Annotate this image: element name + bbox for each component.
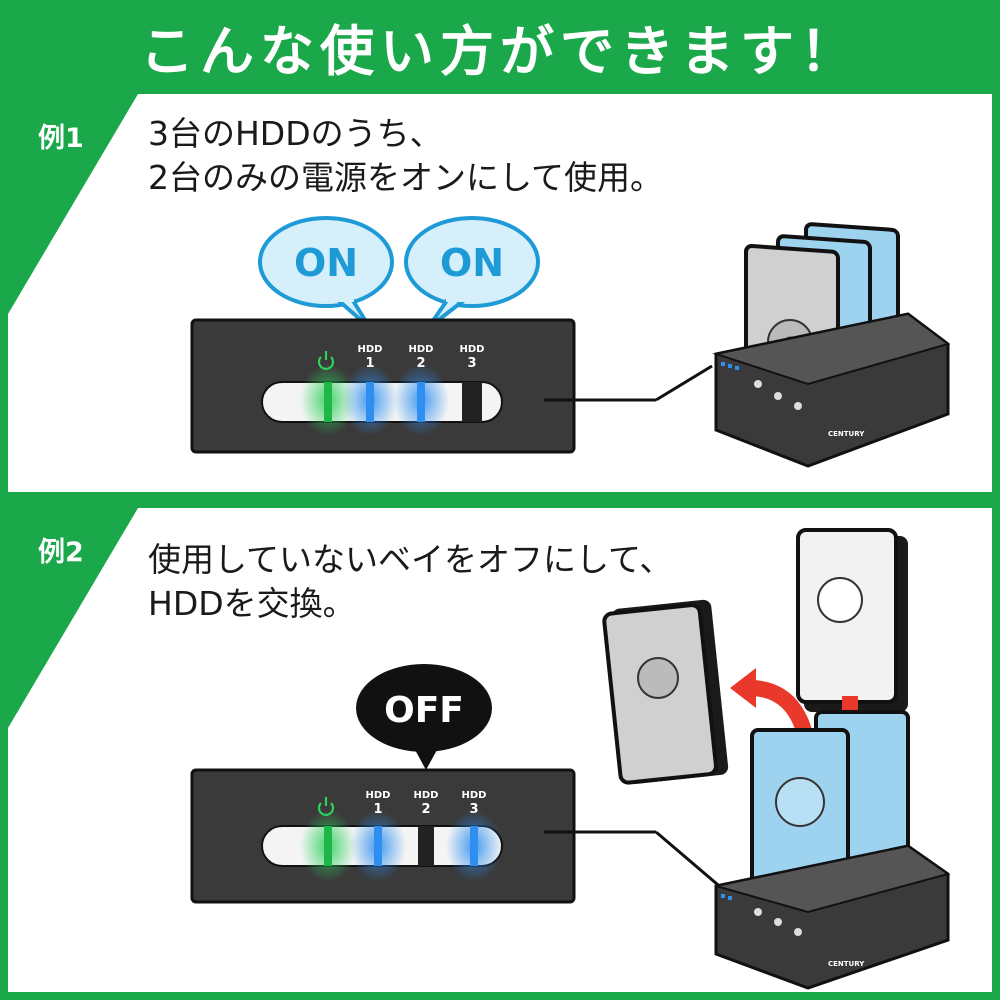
- banner-title: こんな使い方ができます！: [140, 19, 860, 83]
- hdd2-number: 2: [416, 356, 425, 371]
- hdd2-led: [417, 382, 425, 422]
- example1-headline: 3台のHDDのうち、 2台のみの電源をオンにして使用。: [148, 112, 663, 200]
- on-bubble-1: ON: [258, 216, 394, 330]
- hdd3-label: HDD: [460, 344, 485, 355]
- on-bubble-1-text: ON: [294, 241, 358, 285]
- example1-line1: 3台のHDDのうち、: [148, 114, 443, 153]
- power-led-2: [324, 826, 332, 866]
- hdd1-number: 1: [365, 356, 374, 371]
- example1-corner-tab: [8, 94, 138, 314]
- hdd1-number-2: 1: [373, 802, 382, 817]
- hdd1-led: [366, 382, 374, 422]
- hdd3-label-2: HDD: [462, 790, 487, 801]
- hdd3-led-2: [470, 826, 478, 866]
- off-bubble-text: OFF: [384, 690, 464, 731]
- dock-brand-2: CENTURY: [828, 960, 865, 968]
- example2-hdd-dock: CENTURY: [714, 710, 951, 990]
- dock-brand-1: CENTURY: [828, 430, 865, 438]
- example2-line2: HDDを交換。: [148, 584, 356, 623]
- new-hdd: [796, 528, 908, 712]
- example1-tag: 例1: [38, 123, 84, 154]
- hdd1-led-2: [374, 826, 382, 866]
- example2-line1: 使用していないベイをオフにして、: [148, 540, 673, 579]
- example2-corner-tab: [8, 508, 138, 728]
- on-bubble-2-text: ON: [440, 241, 504, 285]
- example2-tag: 例2: [38, 537, 84, 568]
- example1-hdd-dock: CENTURY: [712, 222, 951, 468]
- hdd2-number-2: 2: [421, 802, 430, 817]
- on-bubble-2: ON: [404, 216, 540, 330]
- example1-control-panel: HDD 1 HDD 2 HDD 3: [190, 318, 713, 454]
- example1-illustration: ON ON HDD 1 HDD 2 HDD 3: [190, 216, 951, 468]
- example2-illustration: OFF HDD 1 HDD 2 HDD 3: [190, 528, 951, 990]
- example1-line2: 2台のみの電源をオンにして使用。: [148, 158, 664, 197]
- hdd3-number-2: 3: [469, 802, 478, 817]
- hdd2-label-2: HDD: [414, 790, 439, 801]
- hdd2-label: HDD: [409, 344, 434, 355]
- example1-panel: 例1 3台のHDDのうち、 2台のみの電源をオンにして使用。: [8, 94, 992, 492]
- title-banner: こんな使い方ができます！: [0, 0, 1000, 92]
- hdd2-switch-off: [418, 826, 434, 866]
- hdd1-label-2: HDD: [366, 790, 391, 801]
- example2-control-panel: HDD 1 HDD 2 HDD 3: [190, 768, 725, 904]
- hdd3-number: 3: [467, 356, 476, 371]
- power-led: [324, 382, 332, 422]
- example2-panel: 例2 使用していないベイをオフにして、 HDDを交換。 OFF: [8, 508, 992, 992]
- removed-hdd: [602, 599, 729, 785]
- hdd1-label: HDD: [358, 344, 383, 355]
- hdd3-switch-off: [462, 382, 482, 422]
- example2-headline: 使用していないベイをオフにして、 HDDを交換。: [148, 538, 672, 626]
- off-bubble: OFF: [356, 664, 492, 770]
